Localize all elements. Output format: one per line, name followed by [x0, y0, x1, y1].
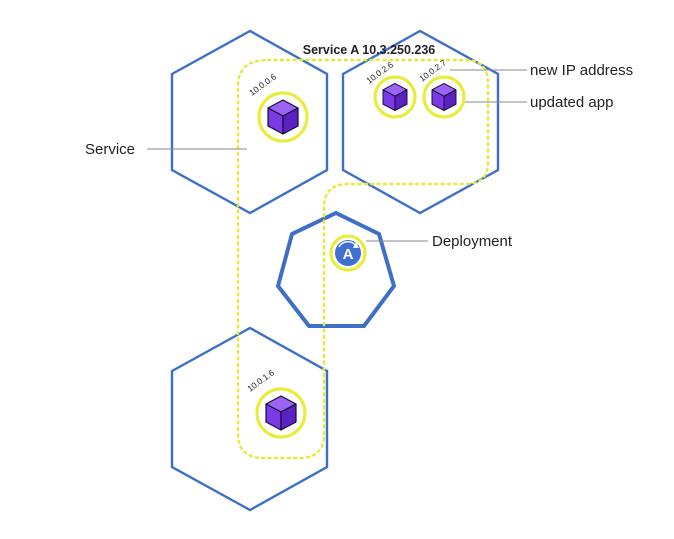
node-top-right [341, 29, 500, 215]
deployment-arrowhead [353, 242, 359, 248]
cube-icon [267, 99, 299, 135]
service-label: Service [85, 141, 135, 158]
node-hexagon [170, 326, 329, 512]
node-top-left [170, 29, 329, 215]
cube-icon [431, 82, 457, 112]
pod-10-0-0-6: 10.0.0.6 [247, 71, 309, 143]
node-hexagon [170, 29, 329, 215]
cube-icon [382, 82, 408, 112]
deployment-label: Deployment [432, 233, 513, 250]
cube-icon [265, 395, 297, 431]
pod-10-0-1-6: 10.0.1.6 [245, 367, 307, 439]
node-bottom [170, 326, 329, 512]
pod-10-0-2-6: 10.0.2.6 [364, 59, 417, 119]
node-hexagon [341, 29, 500, 215]
updated-app-label: updated app [530, 94, 613, 111]
service-boundary [236, 58, 490, 460]
service-title: Service A 10.3.250.236 [303, 43, 436, 57]
deployment-letter: A [343, 246, 354, 263]
new-ip-address-label: new IP address [530, 62, 633, 79]
deployment-heptagon [275, 210, 397, 328]
deployment-icon: A [329, 234, 367, 272]
pod-10-0-2-7-updated: 10.0.2.7 [417, 57, 466, 119]
